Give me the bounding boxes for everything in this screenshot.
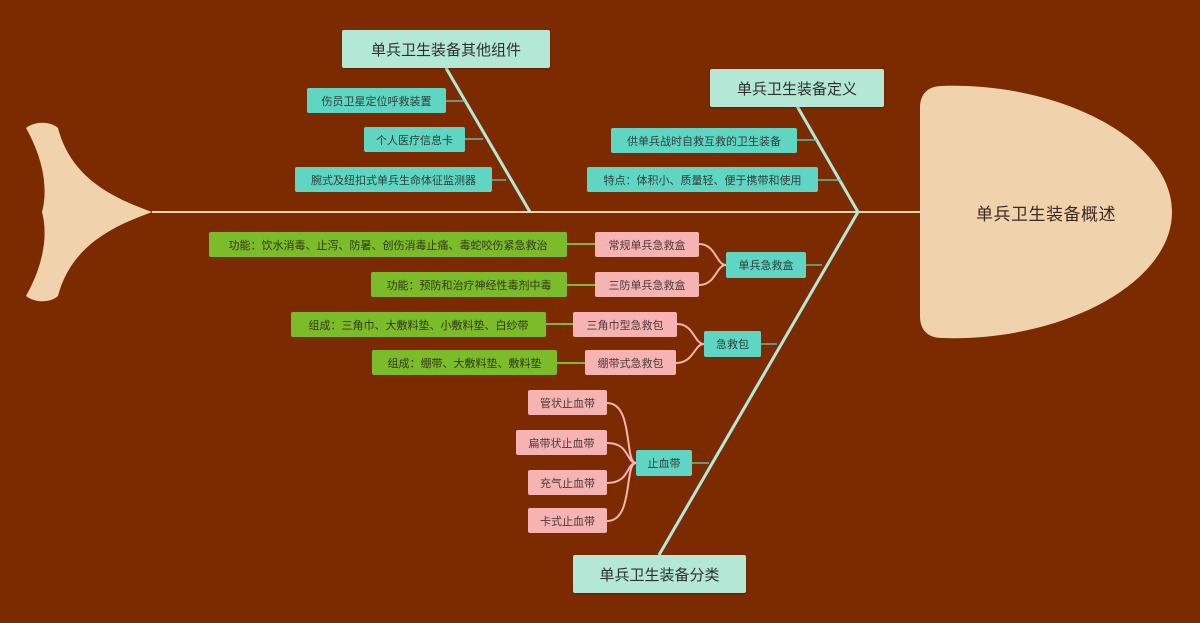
- detail-connectors: [546, 243, 595, 364]
- item-node[interactable]: 常规单兵急救盒: [595, 232, 699, 257]
- definition-item[interactable]: 特点：体积小、质量轻、便于携带和使用: [587, 167, 818, 192]
- detail-node[interactable]: 功能：预防和治疗神经性毒剂中毒: [371, 272, 567, 297]
- group-first-aid-pack[interactable]: 急救包: [704, 331, 761, 357]
- group-connectors: [692, 264, 822, 464]
- item-node[interactable]: 三角巾型急救包: [573, 312, 677, 337]
- item-node[interactable]: 扁带状止血带: [516, 430, 607, 455]
- detail-node[interactable]: 组成：绷带、大敷料垫、敷料垫: [372, 350, 557, 375]
- detail-node[interactable]: 组成：三角巾、大敷料垫、小敷料垫、白纱带: [291, 312, 546, 337]
- item-node[interactable]: 卡式止血带: [528, 508, 607, 533]
- detail-node[interactable]: 功能：饮水消毒、止泻、防暑、创伤消毒止痛、毒蛇咬伤紧急救治: [209, 232, 567, 257]
- group-tourniquet[interactable]: 止血带: [636, 450, 692, 476]
- central-topic[interactable]: 单兵卫生装备概述: [976, 204, 1116, 225]
- item-node[interactable]: 三防单兵急救盒: [595, 272, 699, 297]
- item-node[interactable]: 管状止血带: [528, 390, 607, 415]
- bone-classification: [657, 211, 860, 556]
- other-item[interactable]: 腕式及纽扣式单兵生命体征监测器: [295, 167, 492, 192]
- fish-tail: [26, 122, 152, 302]
- definition-item[interactable]: 供单兵战时自救互救的卫生装备: [611, 128, 797, 153]
- bone-title-definition[interactable]: 单兵卫生装备定义: [710, 69, 884, 107]
- bone-title-other[interactable]: 单兵卫生装备其他组件: [342, 30, 550, 68]
- bone-definition: [795, 105, 860, 213]
- group-first-aid-box[interactable]: 单兵急救盒: [726, 252, 806, 278]
- item-node[interactable]: 绷带式急救包: [585, 350, 676, 375]
- other-connectors: [446, 100, 506, 181]
- other-item[interactable]: 伤员卫星定位呼救装置: [307, 88, 446, 113]
- item-brackets: [606, 243, 727, 522]
- bone-other: [444, 67, 532, 213]
- bone-title-classification[interactable]: 单兵卫生装备分类: [573, 555, 746, 593]
- fish-head: [920, 85, 1172, 339]
- definition-connectors: [797, 139, 841, 181]
- other-item[interactable]: 个人医疗信息卡: [364, 127, 465, 152]
- item-node[interactable]: 充气止血带: [528, 470, 607, 495]
